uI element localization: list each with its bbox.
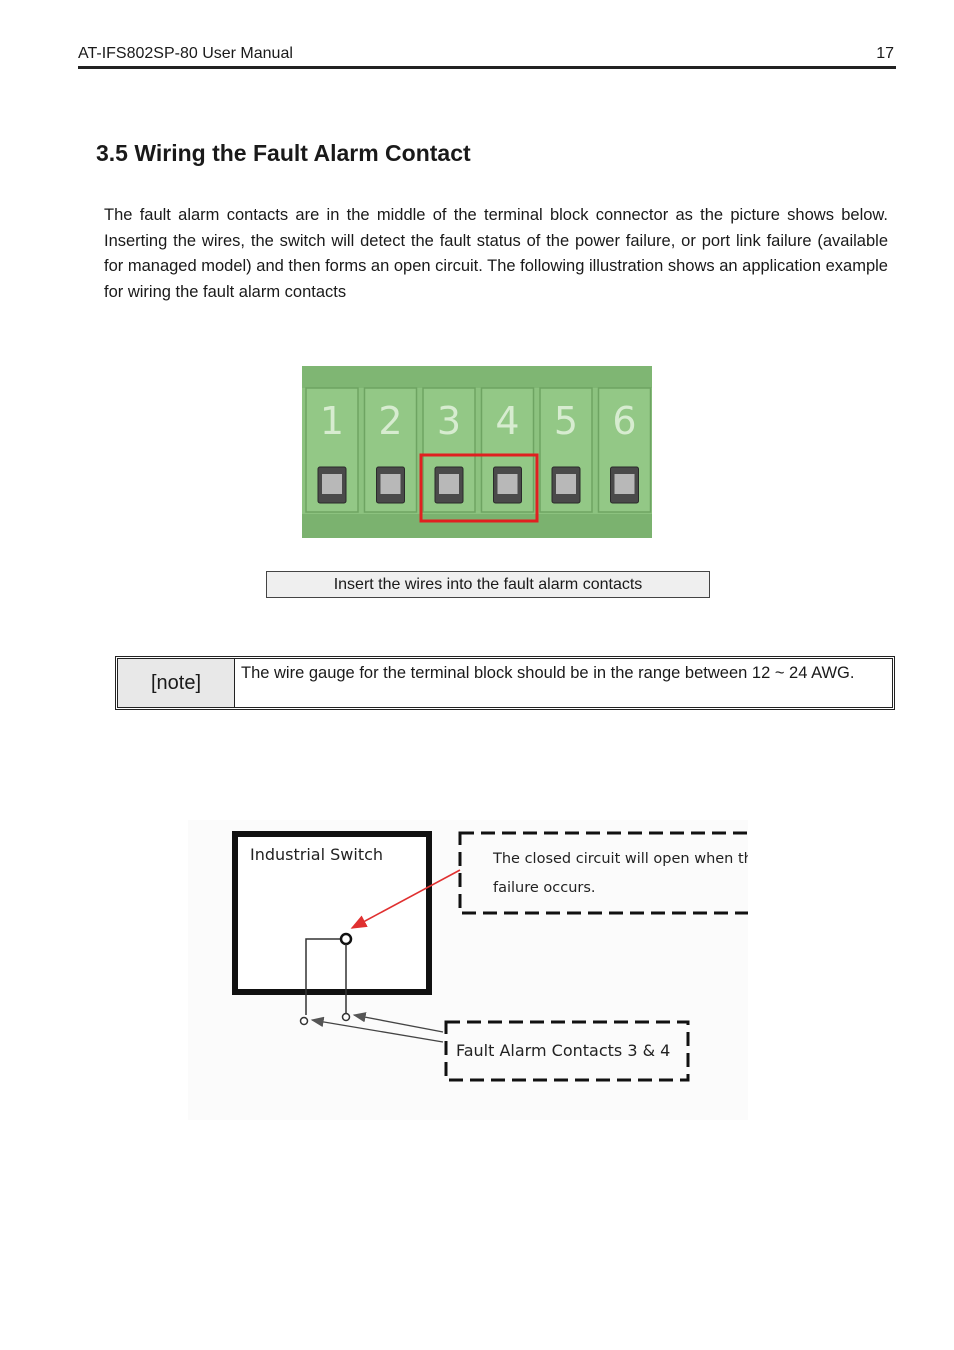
wire-contact-3 xyxy=(305,938,340,1015)
note-text: The wire gauge for the terminal block sh… xyxy=(241,664,855,682)
screw-contact-6 xyxy=(614,474,635,494)
screw-contact-3 xyxy=(439,474,459,494)
industrial-switch-label: Industrial Switch xyxy=(250,845,383,864)
note-table: [note] The wire gauge for the terminal b… xyxy=(115,656,895,710)
screw-contact-4 xyxy=(497,474,518,494)
pin-number-5: 5 xyxy=(554,399,578,443)
industrial-switch-box xyxy=(232,831,432,995)
callout-line-2: failure occurs. xyxy=(493,880,596,896)
callout-arrow xyxy=(350,869,461,929)
contact-arrow-3 xyxy=(310,1016,444,1043)
figure-caption: Insert the wires into the fault alarm co… xyxy=(266,571,710,598)
callout-line-1: The closed circuit will open when the xyxy=(492,851,748,867)
section-title: 3.5 Wiring the Fault Alarm Contact xyxy=(96,140,471,166)
contacts-label-box xyxy=(444,1020,690,1082)
document-title: AT-IFS802SP-80 User Manual xyxy=(78,45,293,62)
callout-box xyxy=(458,831,748,915)
contact-arrow-4 xyxy=(352,1012,444,1033)
wiring-diagram: Industrial Switch The closed circuit wil… xyxy=(188,820,748,1120)
page-header: AT-IFS802SP-80 User Manual 17 xyxy=(78,44,896,69)
screw-contact-5 xyxy=(556,474,576,494)
pin-number-1: 1 xyxy=(320,399,344,443)
note-label: [note] xyxy=(118,659,235,707)
pin-number-6: 6 xyxy=(612,399,636,443)
page-number: 17 xyxy=(876,45,894,62)
pin-number-3: 3 xyxy=(437,399,461,443)
screw-contact-1 xyxy=(322,474,342,494)
contact-4-terminal xyxy=(341,1012,351,1022)
body-paragraph: The fault alarm contacts are in the midd… xyxy=(104,206,888,301)
switch-relay-terminal xyxy=(339,932,353,946)
contact-3-terminal xyxy=(299,1016,309,1026)
terminal-block-body xyxy=(302,366,652,538)
pin-number-2: 2 xyxy=(378,399,402,443)
highlight-box-pins-3-4 xyxy=(419,453,539,523)
contacts-label: Fault Alarm Contacts 3 & 4 xyxy=(456,1041,670,1060)
pin-number-4: 4 xyxy=(495,399,519,443)
screw-contact-2 xyxy=(380,474,401,494)
